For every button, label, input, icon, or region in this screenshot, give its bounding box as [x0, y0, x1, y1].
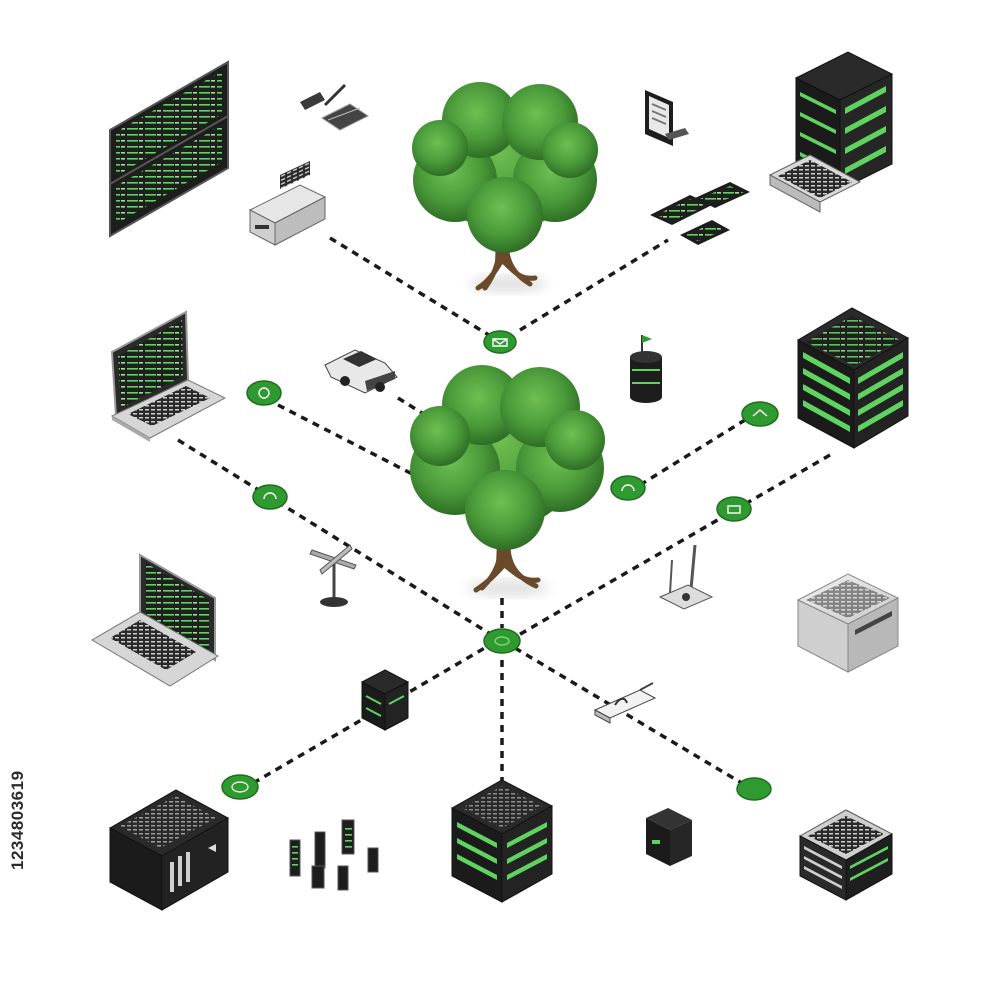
- network-node-icon: [736, 777, 772, 801]
- printer-icon: [248, 161, 327, 246]
- connector-left-diagonal: [177, 438, 501, 642]
- stock-id-text: 1234803619: [8, 770, 27, 870]
- connector-lines: [177, 236, 831, 787]
- network-node-icon: [483, 330, 517, 354]
- network-node-icon: [741, 401, 779, 427]
- router-icon: [658, 544, 714, 610]
- network-node-icon: [252, 484, 288, 510]
- network-node-icon: [221, 774, 259, 800]
- tree-icon: [410, 365, 605, 596]
- connector-mid-left-a: [277, 403, 421, 480]
- connector-right-diagonal: [509, 453, 831, 642]
- connector-top-left: [329, 236, 498, 342]
- tablet-cluster-icon: [650, 182, 750, 245]
- laptop-icon: [91, 553, 219, 687]
- tree-icon: [412, 82, 598, 292]
- network-node-icon: [246, 380, 282, 406]
- small-cube-icon: [646, 808, 692, 866]
- satellite-icon: [300, 83, 369, 131]
- monitor-icon: [645, 90, 689, 146]
- desktop-tower-icon: [108, 789, 230, 911]
- laptop-icon: [768, 154, 862, 213]
- connector-bottom-right: [514, 646, 746, 787]
- laptop-icon: [110, 310, 227, 442]
- network-node-icon: [610, 475, 646, 501]
- switch-icon: [360, 669, 410, 731]
- storage-cube-icon: [796, 307, 910, 449]
- car-icon: [324, 349, 398, 394]
- network-node-icon: [483, 628, 521, 654]
- connector-top-right: [519, 238, 669, 332]
- usb-device-icon: [593, 682, 657, 724]
- server-rack-icon: [798, 809, 894, 901]
- storage-box-icon: [796, 573, 900, 673]
- monitor-panel-icon: [109, 60, 229, 238]
- connector-right-a: [639, 418, 746, 487]
- network-node-icon: [716, 496, 752, 522]
- antenna-icon: [309, 544, 357, 607]
- sensor-cluster-icon: [289, 819, 379, 891]
- database-icon: [630, 335, 662, 403]
- storage-cube-icon: [450, 779, 554, 903]
- network-nodes: [221, 330, 779, 801]
